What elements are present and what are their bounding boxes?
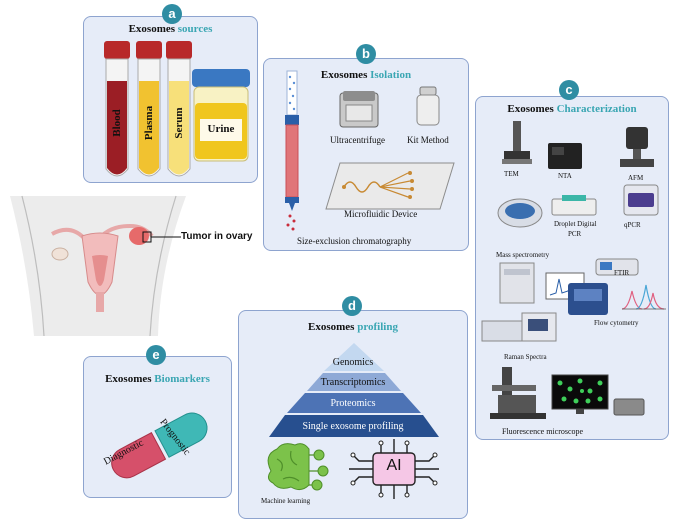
afm-label: AFM xyxy=(628,174,644,182)
ddpcr-label-2: PCR xyxy=(568,230,582,238)
fluorescence-label: Fluorescence microscope xyxy=(502,427,584,436)
flow-cytometry-label: Flow cytometry xyxy=(594,319,639,327)
machine-learning-label: Machine learning xyxy=(261,497,311,505)
qpcr-label: qPCR xyxy=(624,221,641,229)
ftir-label: FTIR xyxy=(614,269,630,277)
flow-histogram-icon xyxy=(621,284,666,310)
ai-chip-icon xyxy=(349,439,439,499)
ddpcr-label-1: Droplet Digital xyxy=(554,220,597,228)
panel-isolation-title: Exosomes Isolation xyxy=(320,69,412,81)
pyramid-level-single xyxy=(269,415,439,437)
sec-label: Size-exclusion chromatography xyxy=(297,236,412,246)
panel-characterization: Exosomes Characterization TEM NTA AFM Dr… xyxy=(475,96,669,440)
light-source-icon xyxy=(613,398,645,416)
machine-learning-brain-icon xyxy=(267,443,329,491)
tem-label: TEM xyxy=(504,170,519,178)
capsule-icon xyxy=(111,412,208,479)
nta-label: NTA xyxy=(558,172,572,180)
kit-bottle-icon xyxy=(416,86,440,126)
qpcr-icon xyxy=(623,184,659,216)
badge-e: e xyxy=(146,345,166,365)
badge-a: a xyxy=(162,4,182,24)
panel-biomarkers-title: Exosomes Biomarkers xyxy=(105,373,210,385)
panel-isolation: Exosomes Isolation Ultracentrifuge Kit M… xyxy=(263,58,469,251)
pyramid-label-proteomics: Proteomics xyxy=(330,398,376,409)
raman-icon xyxy=(481,312,557,342)
plasma-tube-icon xyxy=(136,41,162,177)
pyramid-level-proteomics xyxy=(287,393,421,413)
urine-jar-icon xyxy=(192,69,250,162)
pyramid-label-transcriptomics: Transcriptomics xyxy=(320,377,386,388)
kit-method-label: Kit Method xyxy=(407,135,449,145)
microfluidic-label: Microfluidic Device xyxy=(344,209,418,219)
pyramid-label-genomics: Genomics xyxy=(332,357,374,368)
mass-spec-label: Mass spectrometry xyxy=(496,251,550,259)
uterus-anatomy-icon xyxy=(10,195,186,337)
urine-jar-label: Urine xyxy=(207,123,235,135)
serum-tube-label: Serum xyxy=(173,107,185,139)
badge-c: c xyxy=(559,80,579,100)
raman-label: Raman Spectra xyxy=(504,353,547,361)
ultracentrifuge-icon xyxy=(339,91,379,128)
afm-icon xyxy=(620,127,654,167)
ddpcr-device-icon xyxy=(497,198,543,228)
nta-icon xyxy=(548,143,582,169)
badge-b: b xyxy=(356,44,376,64)
panel-characterization-title: Exosomes Characterization xyxy=(507,103,637,115)
panel-sources-title: Exosomes sources xyxy=(128,23,213,35)
pyramid-level-transcriptomics xyxy=(307,373,401,391)
ultracentrifuge-label: Ultracentrifuge xyxy=(330,135,385,145)
microfluidic-chip-icon xyxy=(325,162,455,210)
tumor-label: Tumor in ovary xyxy=(181,231,253,242)
ai-chip-label: AI xyxy=(386,457,402,474)
panel-sources: Exosomes sources Blood Plasma Serum Urin… xyxy=(83,16,258,183)
pyramid-levels xyxy=(269,343,439,437)
panel-profiling: Exosomes profiling Genomics Transcriptom… xyxy=(238,310,468,519)
flow-cytometer-icon xyxy=(568,283,608,315)
blood-tube-icon xyxy=(104,41,130,177)
microscope-icon xyxy=(490,367,546,419)
blood-tube-label: Blood xyxy=(111,109,123,137)
sec-column-icon xyxy=(285,70,299,231)
plasma-tube-label: Plasma xyxy=(143,105,155,141)
tumor-pointer-icon xyxy=(142,231,181,243)
pyramid-level-genomics xyxy=(324,343,384,371)
ftir-icon xyxy=(595,258,639,276)
panel-biomarkers: Exosomes Biomarkers Diagnostic Prognosti… xyxy=(83,356,232,498)
pyramid-label-single: Single exosome profiling xyxy=(302,421,404,432)
serum-tube-icon xyxy=(166,41,192,177)
badge-d: d xyxy=(342,296,362,316)
ddpcr-reader-icon xyxy=(551,195,597,216)
panel-profiling-title: Exosomes profiling xyxy=(308,321,398,333)
tem-icon xyxy=(502,121,532,164)
fluorescence-monitor-icon xyxy=(551,374,609,414)
